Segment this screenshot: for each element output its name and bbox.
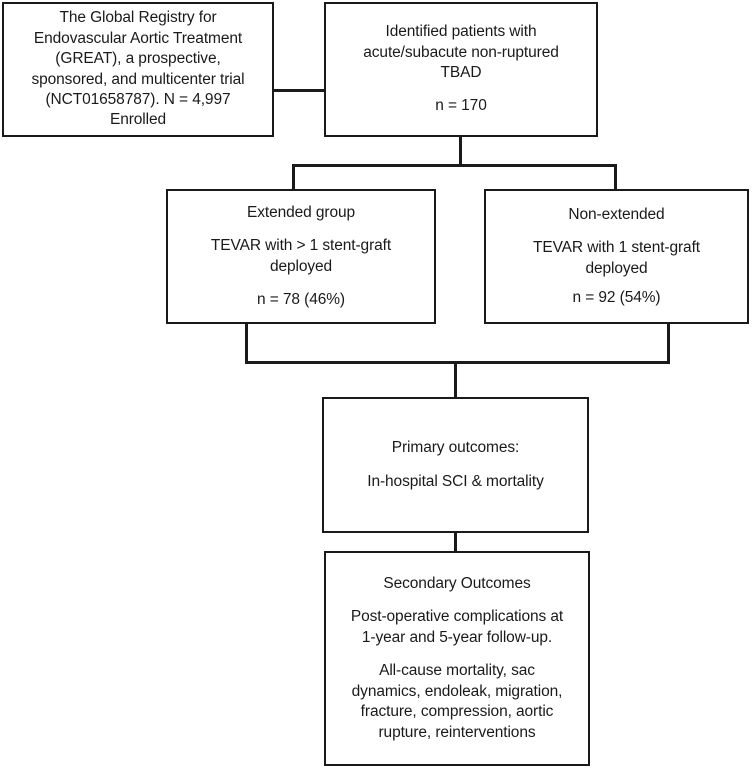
node-extended-group-body: TEVAR with > 1 stent-graft deployed [210, 237, 392, 275]
connector-split-bar [292, 164, 617, 167]
node-great-registry-text: The Global Registry for Endovascular Aor… [31, 9, 245, 129]
connector-great-to-identified [272, 89, 326, 92]
node-primary-outcomes-body: In-hospital SCI & mortality [367, 472, 544, 490]
connector-primary-to-secondary [454, 531, 457, 553]
node-primary-outcomes: Primary outcomes: In-hospital SCI & mort… [322, 397, 589, 533]
node-extended-group-count: n = 78 (46%) [257, 290, 345, 308]
node-secondary-outcomes: Secondary Outcomes Post-operative compli… [324, 551, 590, 766]
node-identified-patients-count: n = 170 [435, 97, 487, 115]
node-extended-group-heading: Extended group [246, 203, 356, 221]
node-secondary-outcomes-heading: Secondary Outcomes [383, 574, 531, 592]
connector-split-left-down [292, 164, 295, 191]
connector-nonextended-down [667, 322, 670, 364]
node-identified-patients: Identified patients with acute/subacute … [324, 2, 598, 137]
node-non-extended-group-heading: Non-extended [568, 205, 665, 223]
node-secondary-outcomes-list: All-cause mortality, sac dynamics, endol… [351, 662, 563, 741]
node-great-registry: The Global Registry for Endovascular Aor… [2, 2, 274, 137]
node-identified-patients-description: Identified patients with acute/subacute … [363, 23, 559, 81]
connector-split-right-down [614, 164, 617, 191]
connector-extended-down [245, 322, 248, 364]
node-non-extended-group-body: TEVAR with 1 stent-graft deployed [532, 239, 700, 277]
node-non-extended-group-count: n = 92 (54%) [572, 288, 661, 306]
node-secondary-outcomes-followup: Post-operative complications at 1-year a… [350, 608, 564, 646]
connector-merge-down [454, 361, 457, 399]
connector-identified-down [459, 135, 462, 166]
node-extended-group: Extended group TEVAR with > 1 stent-graf… [166, 189, 436, 324]
node-primary-outcomes-heading: Primary outcomes: [391, 439, 520, 457]
node-non-extended-group: Non-extended TEVAR with 1 stent-graft de… [484, 189, 749, 324]
connector-merge-bar [245, 361, 670, 364]
